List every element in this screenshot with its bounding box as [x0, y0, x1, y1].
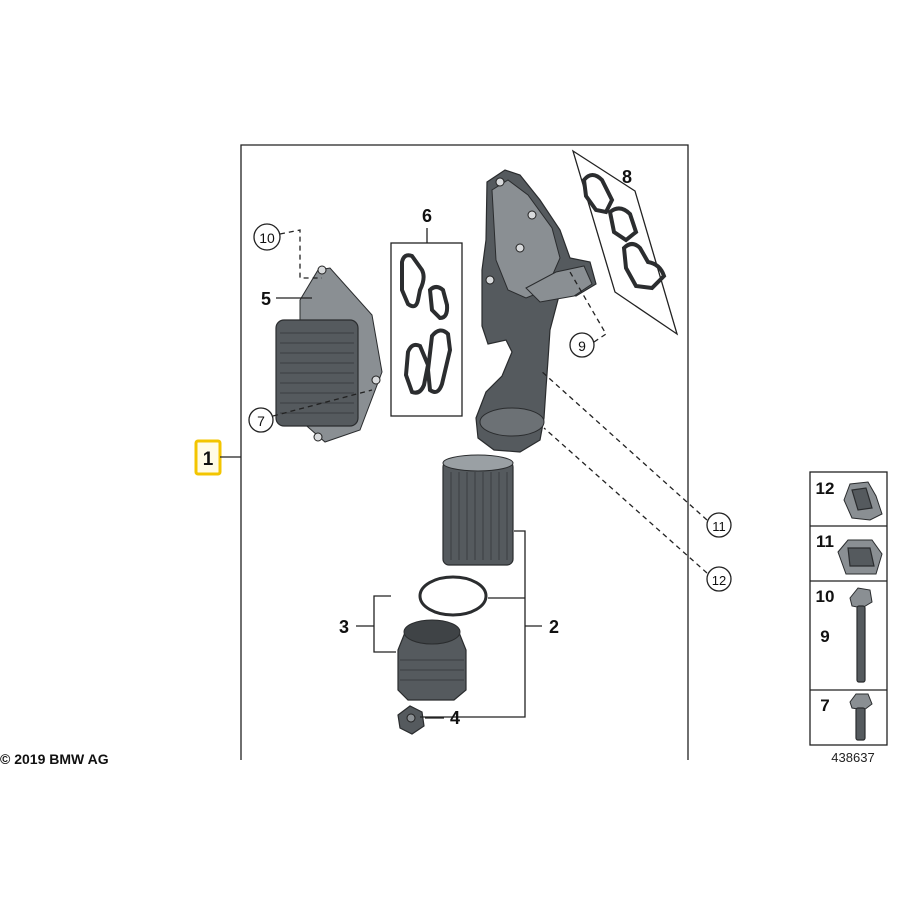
label-7: 7 [257, 413, 265, 429]
callout-7-circle [248, 407, 274, 433]
label-11: 11 [712, 519, 726, 534]
label-3: 3 [339, 617, 349, 637]
main-frame [240, 144, 689, 760]
diagram-number: 438637 [831, 750, 874, 765]
side-label-10: 10 [816, 587, 835, 606]
main-assembly-callout[interactable]: 1 [194, 439, 241, 476]
label-12: 12 [712, 573, 726, 588]
short-bolt-icon [849, 693, 873, 741]
label-1: 1 [203, 449, 214, 470]
oil-cooler [275, 265, 383, 443]
gasket-box-8 [571, 149, 679, 336]
side-panel-frame [809, 471, 888, 746]
callout-9-circle [569, 332, 595, 358]
leader-12 [543, 427, 708, 574]
label-10: 10 [259, 230, 275, 246]
label-2: 2 [549, 617, 559, 637]
clip-12-icon [843, 481, 883, 521]
leader-11 [539, 369, 708, 521]
callout-11-circle [706, 512, 732, 538]
label-9: 9 [578, 338, 586, 354]
side-panel: 12 11 10 9 7 [809, 471, 888, 746]
drain-plug [397, 705, 425, 735]
label-5: 5 [261, 289, 271, 309]
callout-10-circle [253, 223, 281, 251]
side-label-9: 9 [820, 627, 829, 646]
leader-3-bracket [373, 595, 396, 653]
callout-12-circle [706, 566, 732, 592]
oil-filter-cap [397, 619, 467, 701]
label-6: 6 [422, 206, 432, 226]
side-label-12: 12 [816, 479, 835, 498]
leader-2-bracket [420, 530, 526, 718]
leader-7 [272, 389, 373, 417]
gaskets-8 [581, 173, 667, 291]
o-ring [418, 575, 488, 617]
oil-filter-housing [475, 169, 597, 453]
oil-filter-element [442, 454, 514, 566]
label-8: 8 [622, 167, 632, 187]
leader-9 [569, 271, 607, 343]
copyright-text: © 2019 BMW AG [0, 751, 109, 767]
gaskets-6 [400, 253, 453, 395]
leader-10 [279, 229, 322, 279]
long-bolt-icon [849, 587, 873, 683]
side-label-11: 11 [816, 532, 834, 551]
side-label-7: 7 [820, 696, 829, 715]
clip-11-icon [837, 539, 883, 575]
label-4: 4 [450, 708, 460, 728]
